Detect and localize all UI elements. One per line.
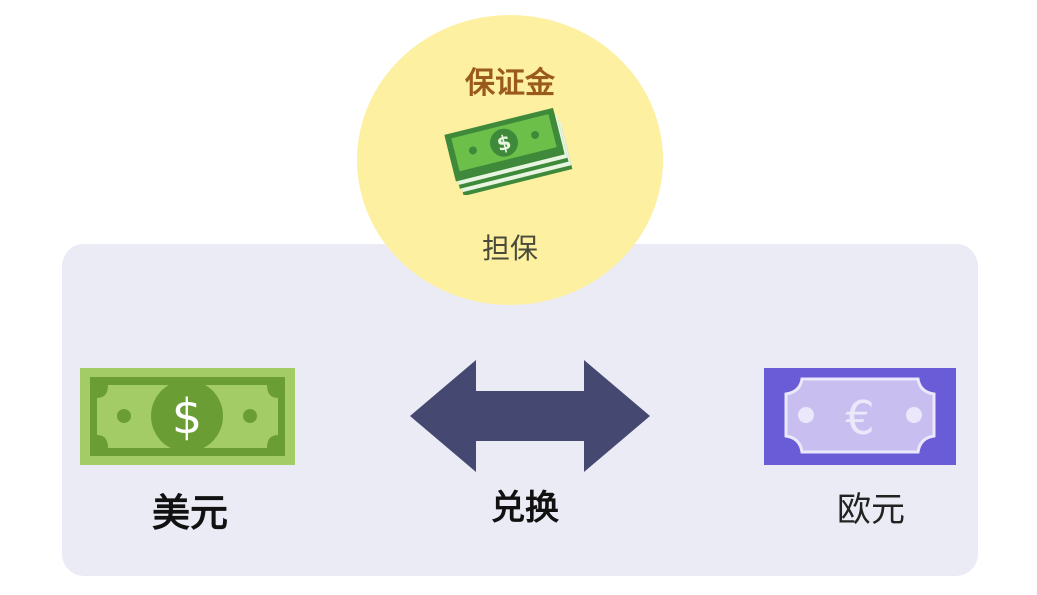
collateral-subtitle: 担保 [481, 232, 538, 265]
money-stack-icon: $ [444, 107, 573, 195]
svg-text:€: € [845, 391, 874, 445]
svg-text:$: $ [172, 389, 203, 445]
usd-label: 美元 [151, 491, 228, 535]
collateral-title: 保证金 [465, 66, 555, 101]
exchange-label: 兑换 [491, 488, 559, 528]
double-arrow-icon [410, 360, 650, 472]
svg-text:$: $ [494, 129, 513, 156]
euro-bill-icon: € [764, 368, 956, 465]
dollar-bill-icon: $ [80, 368, 295, 465]
eur-label: 欧元 [837, 490, 905, 530]
